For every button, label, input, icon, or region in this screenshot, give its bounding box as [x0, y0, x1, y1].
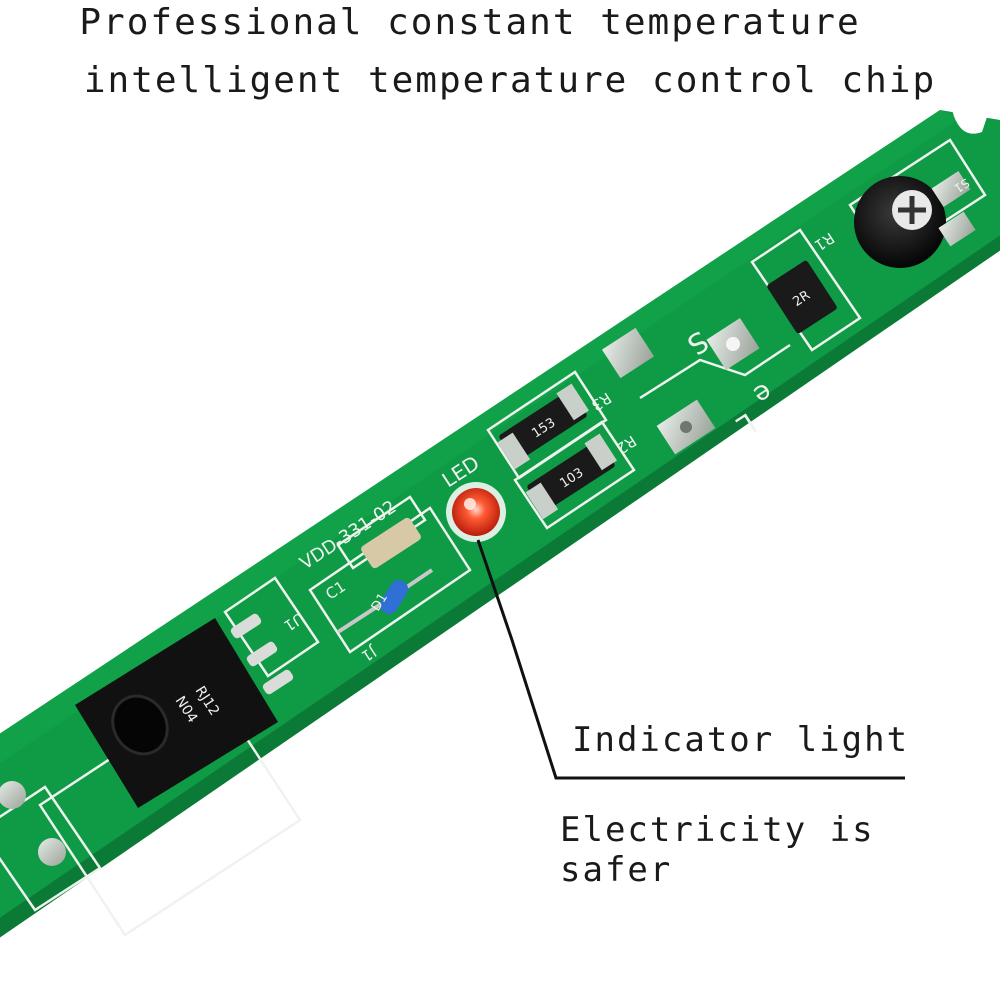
- headline-line-2: intelligent temperature control chip: [83, 60, 937, 101]
- resistor-r1: 2R: [767, 260, 837, 334]
- resistor-r2: 103: [525, 433, 617, 520]
- capacitor-c1: [361, 517, 421, 569]
- callout-leader-line: [476, 539, 905, 780]
- potentiometer-s1: [854, 171, 976, 268]
- resistor-r3: 153: [497, 383, 589, 470]
- indicator-led: [446, 482, 506, 542]
- headline-line-1: Professional constant temperature: [79, 2, 861, 43]
- callout-electricity-line-1: Electricity is: [560, 810, 875, 850]
- transistor-package: N04 RJ12: [75, 613, 294, 808]
- solder-pads: [0, 318, 760, 866]
- callout-indicator-light: Indicator light: [572, 720, 910, 760]
- pot-silk-label: S1: [952, 175, 972, 195]
- diode-d1: [336, 568, 434, 634]
- callout-electricity-line-2: safer: [560, 850, 673, 890]
